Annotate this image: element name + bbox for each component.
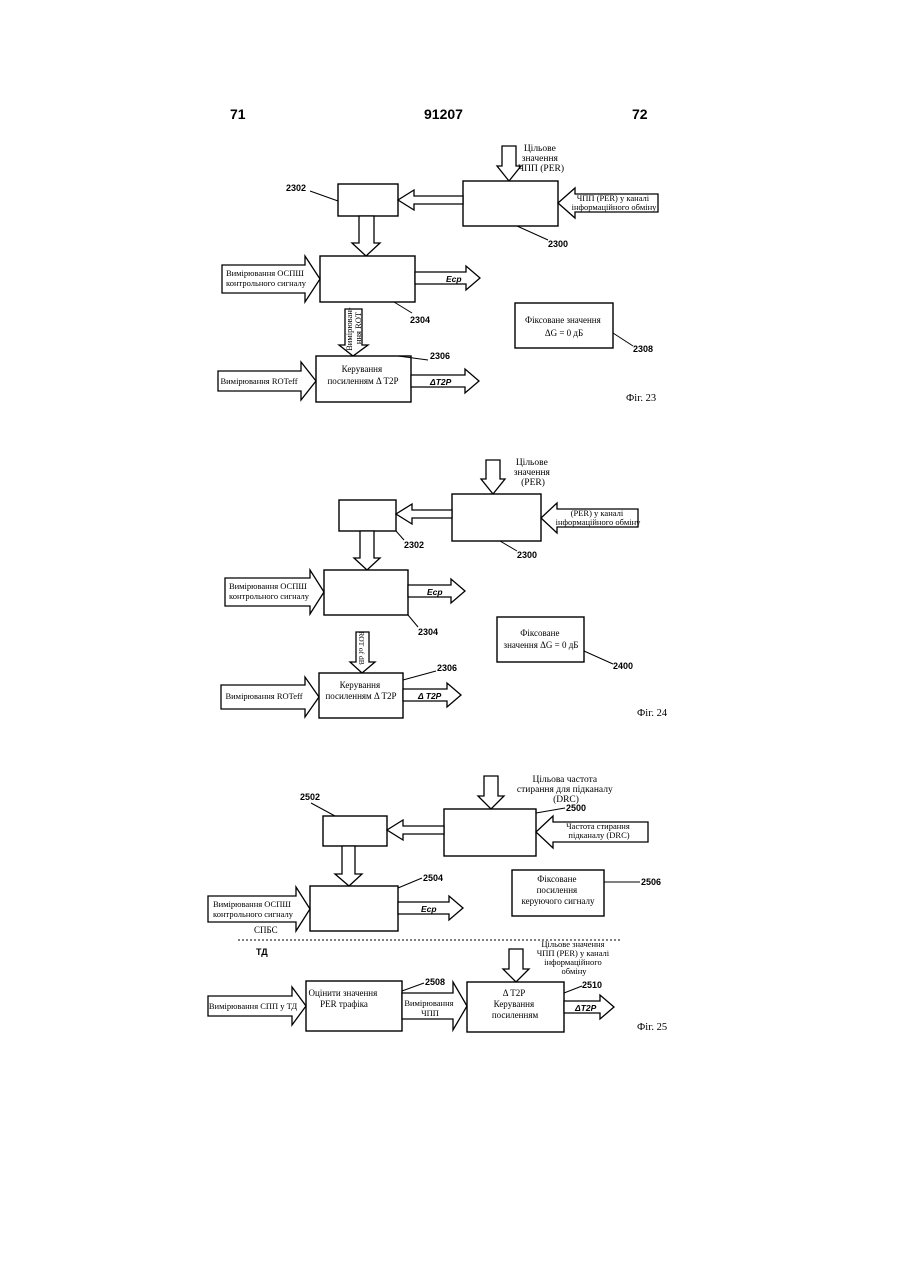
leader-2304 — [394, 302, 412, 313]
label-2308: 2308 — [633, 344, 653, 354]
label-2510: 2510 — [582, 980, 602, 990]
label-2400: 2400 — [613, 661, 633, 671]
block-2300 — [452, 494, 541, 541]
base-station-label: СПБС — [254, 925, 278, 935]
target-per-arrow — [481, 460, 505, 494]
label-2500: 2500 — [566, 803, 586, 813]
block-2502-to-2504-arrow — [335, 846, 362, 886]
figure-23: Цільове значення ЧПП (PER) ЧПП (PER) у к… — [218, 144, 658, 404]
label-2300: 2300 — [517, 550, 537, 560]
leader-2504 — [398, 878, 422, 888]
block-2504 — [310, 886, 398, 931]
access-terminal-label: ТД — [256, 947, 268, 957]
leader-2304 — [408, 615, 418, 627]
target-erasure-label: Цільова частота стирання для підканалу (… — [517, 775, 615, 805]
leader-2308 — [613, 333, 633, 346]
label-2506: 2506 — [641, 877, 661, 887]
ecp-label: Eср — [421, 904, 437, 914]
leader-2502 — [311, 803, 335, 816]
ecp-label: Eср — [427, 587, 443, 597]
label-2300: 2300 — [548, 239, 568, 249]
block-2502 — [323, 816, 387, 846]
target-per-label: Цільове значення ЧПП (PER) — [518, 144, 564, 174]
target-per-label: Цільове значення (PER) — [514, 458, 553, 488]
fig25-caption: Фіг. 25 — [637, 1022, 667, 1033]
block-2304 — [324, 570, 408, 615]
fig24-caption: Фіг. 24 — [637, 708, 668, 719]
roteff-label: Вимірювання ROTeff — [220, 376, 297, 386]
fixed-value-box — [515, 303, 613, 348]
label-2302: 2302 — [286, 183, 306, 193]
fig23-caption: Фіг. 23 — [626, 393, 656, 404]
pilot-meas-label: Вимірювання ОСПШ контрольного сигналу — [226, 268, 307, 288]
t2p-label: ΔT2P — [429, 377, 452, 387]
ecp-label: Eср — [446, 274, 462, 284]
leader-2300 — [500, 541, 517, 551]
label-2306: 2306 — [437, 663, 457, 673]
leader-2510 — [564, 986, 582, 993]
roteff-label: Вимірювання ROTeff — [225, 691, 302, 701]
block-2300 — [463, 181, 558, 226]
leader-2306 — [403, 671, 436, 680]
rot-meas-label: ROT of dB — [357, 631, 366, 665]
pilot-meas-label: Вимірювання ОСПШ контрольного сигналу — [213, 899, 294, 919]
target-per-label: Цільове значення ЧПП (PER) у каналі інфо… — [537, 939, 612, 976]
block-2302 — [338, 184, 398, 216]
leader-2400 — [584, 651, 613, 664]
block-2300-to-2302-arrow — [396, 504, 452, 524]
leader-2500 — [536, 808, 565, 813]
block-2500 — [444, 809, 536, 856]
leader-2302 — [396, 531, 404, 540]
label-2302: 2302 — [404, 540, 424, 550]
t2p-label: ΔT2P — [574, 1003, 597, 1013]
block-2302 — [339, 500, 396, 531]
leader-2302 — [310, 191, 338, 201]
label-2502: 2502 — [300, 792, 320, 802]
leader-2300 — [517, 226, 548, 240]
target-per-arrow — [503, 949, 529, 982]
block-2304 — [320, 256, 415, 302]
spp-meas-label: Вимірювання СПП у ТД — [209, 1001, 297, 1011]
rot-meas-label: Вимірюван- ння ROT — [344, 305, 363, 351]
block-2302-to-2304-arrow — [352, 216, 380, 256]
leader-2508 — [402, 983, 424, 991]
label-2508: 2508 — [425, 977, 445, 987]
t2p-label: Δ T2P — [417, 691, 442, 701]
figure-24: Цільове значення (PER) (PER) у каналі ін… — [221, 458, 668, 719]
block-2302-to-2304-arrow — [354, 531, 380, 570]
target-erasure-arrow — [478, 776, 504, 809]
label-2304: 2304 — [418, 627, 438, 637]
block-2500-to-2502-arrow — [387, 820, 444, 840]
per-channel-label: ЧПП (PER) у каналі інформаційного обміну — [572, 193, 658, 212]
figure-25: Цільова частота стирання для підканалу (… — [208, 775, 667, 1033]
block-2300-to-2302-arrow — [398, 190, 463, 210]
label-2306: 2306 — [430, 351, 450, 361]
label-2504: 2504 — [423, 873, 443, 883]
erasure-rate-label: Частота стирання підканалу (DRC) — [566, 821, 632, 840]
pilot-meas-label: Вимірювання ОСПШ контрольного сигналу — [229, 581, 310, 601]
label-2304: 2304 — [410, 315, 430, 325]
